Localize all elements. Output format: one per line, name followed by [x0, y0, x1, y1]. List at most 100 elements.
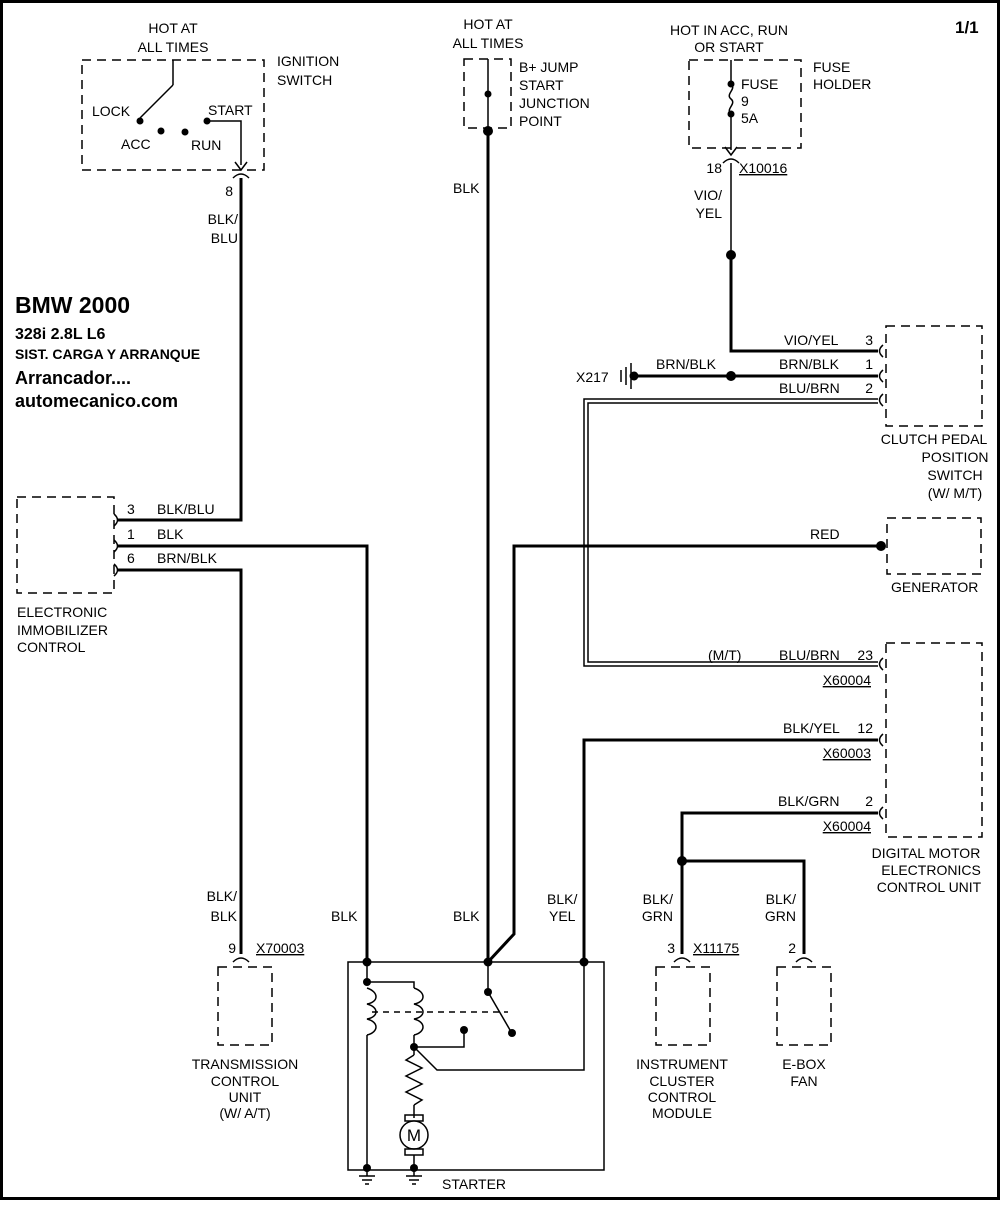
wire-blk-yel: [582, 738, 878, 962]
generator-wire: RED: [810, 526, 840, 542]
fan-wire-1: BLK/: [766, 891, 796, 907]
wire-brn-blk-immo: [118, 568, 243, 954]
wire-blk-blu: [118, 178, 243, 522]
tcu-box: [217, 966, 273, 1046]
ignition-lock-terminal: [136, 117, 144, 125]
immo-name-3: CONTROL: [17, 639, 86, 655]
jump-name-1: B+ JUMP: [519, 59, 579, 75]
dme-pin-3: 2: [865, 793, 873, 809]
ignition-wire-2: BLU: [211, 230, 238, 246]
ignition-pos-acc: ACC: [121, 136, 151, 152]
fuse-holder: HOT IN ACC, RUN OR START FUSE HOLDER FUS…: [670, 22, 878, 353]
immobilizer-control: 3 BLK/BLU 1 BLK 6 BRN/BLK ELECTRONIC IMM…: [16, 496, 369, 962]
tcu-pin: 9: [228, 940, 236, 956]
clutch-name-1: CLUTCH PEDAL: [881, 431, 988, 447]
immo-wire-1: BLK/BLU: [157, 501, 215, 517]
jump-name-4: POINT: [519, 113, 562, 129]
jump-hot-label-1: HOT AT: [463, 16, 513, 32]
fuse-hot-label-1: HOT IN ACC, RUN: [670, 22, 788, 38]
wire-blk-grn-fan: [682, 859, 806, 954]
tcu-name-2: CONTROL: [211, 1073, 280, 1089]
fuse-label: FUSE: [741, 76, 778, 92]
fuse-name-2: HOLDER: [813, 76, 871, 92]
ebox-fan: BLK/ GRN 2 E-BOX FAN: [765, 891, 832, 1089]
starter-wire-yel-1: BLK/: [547, 891, 577, 907]
immo-pin-1: 3: [127, 501, 135, 517]
starter: BLK BLK BLK/ YEL M: [331, 891, 605, 1192]
immo-wire-2: BLK: [157, 526, 184, 542]
cluster-pin: 3: [667, 940, 675, 956]
fan-name-2: FAN: [790, 1073, 817, 1089]
cluster-wire-1: BLK/: [643, 891, 673, 907]
fuse-rating: 5A: [741, 110, 759, 126]
fuse-number: 9: [741, 93, 749, 109]
cluster-wire-2: GRN: [642, 908, 673, 924]
clutch-wire-1: VIO/YEL: [784, 332, 839, 348]
dme-name-2: ELECTRONICS: [881, 862, 981, 878]
fuse-hot-label-2: OR START: [694, 39, 764, 55]
jump-wire: BLK: [453, 180, 480, 196]
starter-name: STARTER: [442, 1176, 506, 1192]
fan-box: [776, 966, 832, 1046]
fan-pin: 2: [788, 940, 796, 956]
title-model: 328i 2.8L L6: [15, 326, 106, 343]
wire-blk-grn: [680, 811, 878, 954]
dme-wire-2: BLK/YEL: [783, 720, 840, 736]
starter-motor-symbol: M: [407, 1126, 421, 1145]
dme-control-unit: (M/T) BLU/BRN 23 X60004 BLK/YEL 12 X6000…: [582, 642, 983, 962]
cluster-name-1: INSTRUMENT: [636, 1056, 728, 1072]
dme-pin-1: 23: [857, 647, 873, 663]
starter-pull-coil: [413, 987, 424, 1036]
title-block: BMW 2000 328i 2.8L L6 SIST. CARGA Y ARRA…: [15, 292, 200, 411]
tcu-name-1: TRANSMISSION: [192, 1056, 299, 1072]
clutch-name-2: POSITION: [922, 449, 989, 465]
immo-name-2: IMMOBILIZER: [17, 622, 108, 638]
page-number: 1/1: [955, 18, 979, 37]
fuse-pin: 18: [706, 160, 722, 176]
cluster-connector-symbol: [673, 957, 691, 963]
ignition-run-terminal: [181, 128, 189, 136]
jump-hot-label-2: ALL TIMES: [453, 35, 524, 51]
dme-connector-3: X60004: [823, 818, 871, 834]
fan-connector-symbol: [795, 957, 813, 963]
dme-box: [885, 642, 983, 838]
starter-box: [347, 961, 605, 1171]
wire-blu-brn-a: [583, 398, 878, 667]
jump-start-point: HOT AT ALL TIMES B+ JUMP START JUNCTION …: [453, 16, 590, 962]
immobilizer-box: [16, 496, 115, 594]
clutch-switch-box: [885, 325, 983, 427]
ignition-wire-1: BLK/: [208, 211, 238, 227]
starter-resistor: [404, 1054, 424, 1106]
fuse-wire-2: YEL: [696, 205, 723, 221]
dme-name-3: CONTROL UNIT: [877, 879, 982, 895]
clutch-wire-2: BRN/BLK: [779, 356, 840, 372]
immo-name-1: ELECTRONIC: [17, 604, 107, 620]
transmission-control-unit: BLK/ BLK 9 X70003 TRANSMISSION CONTROL U…: [192, 888, 305, 1121]
tcu-name-3: UNIT: [229, 1089, 262, 1105]
ignition-hot-label-1: HOT AT: [148, 20, 198, 36]
clutch-name-4: (W/ M/T): [928, 485, 982, 501]
wire-blu-brn-b: [587, 402, 878, 663]
dme-wire-3: BLK/GRN: [778, 793, 839, 809]
fuse-wire-1: VIO/: [694, 187, 722, 203]
cluster-connector: X11175: [693, 940, 739, 956]
dme-connector-2: X60003: [823, 745, 871, 761]
dme-connector-1: X60004: [823, 672, 871, 688]
cluster-box: [655, 966, 711, 1046]
wire-blk-immo: [118, 544, 369, 962]
fuse-connector-symbol: [722, 158, 740, 164]
dme-pin-2: 12: [857, 720, 873, 736]
ignition-hot-label-2: ALL TIMES: [138, 39, 209, 55]
cluster-name-3: CONTROL: [648, 1089, 717, 1105]
jump-name-2: START: [519, 77, 564, 93]
title-subject: Arrancador....: [15, 368, 131, 388]
wire-red: [486, 544, 881, 964]
starter-wire-blk-mid: BLK: [453, 908, 480, 924]
dme-wire-1: BLU/BRN: [779, 647, 840, 663]
dme-note-1: (M/T): [708, 647, 741, 663]
tcu-connector: X70003: [256, 940, 304, 956]
starter-wire-yel-2: YEL: [549, 908, 576, 924]
clutch-pin-1: 3: [865, 332, 873, 348]
